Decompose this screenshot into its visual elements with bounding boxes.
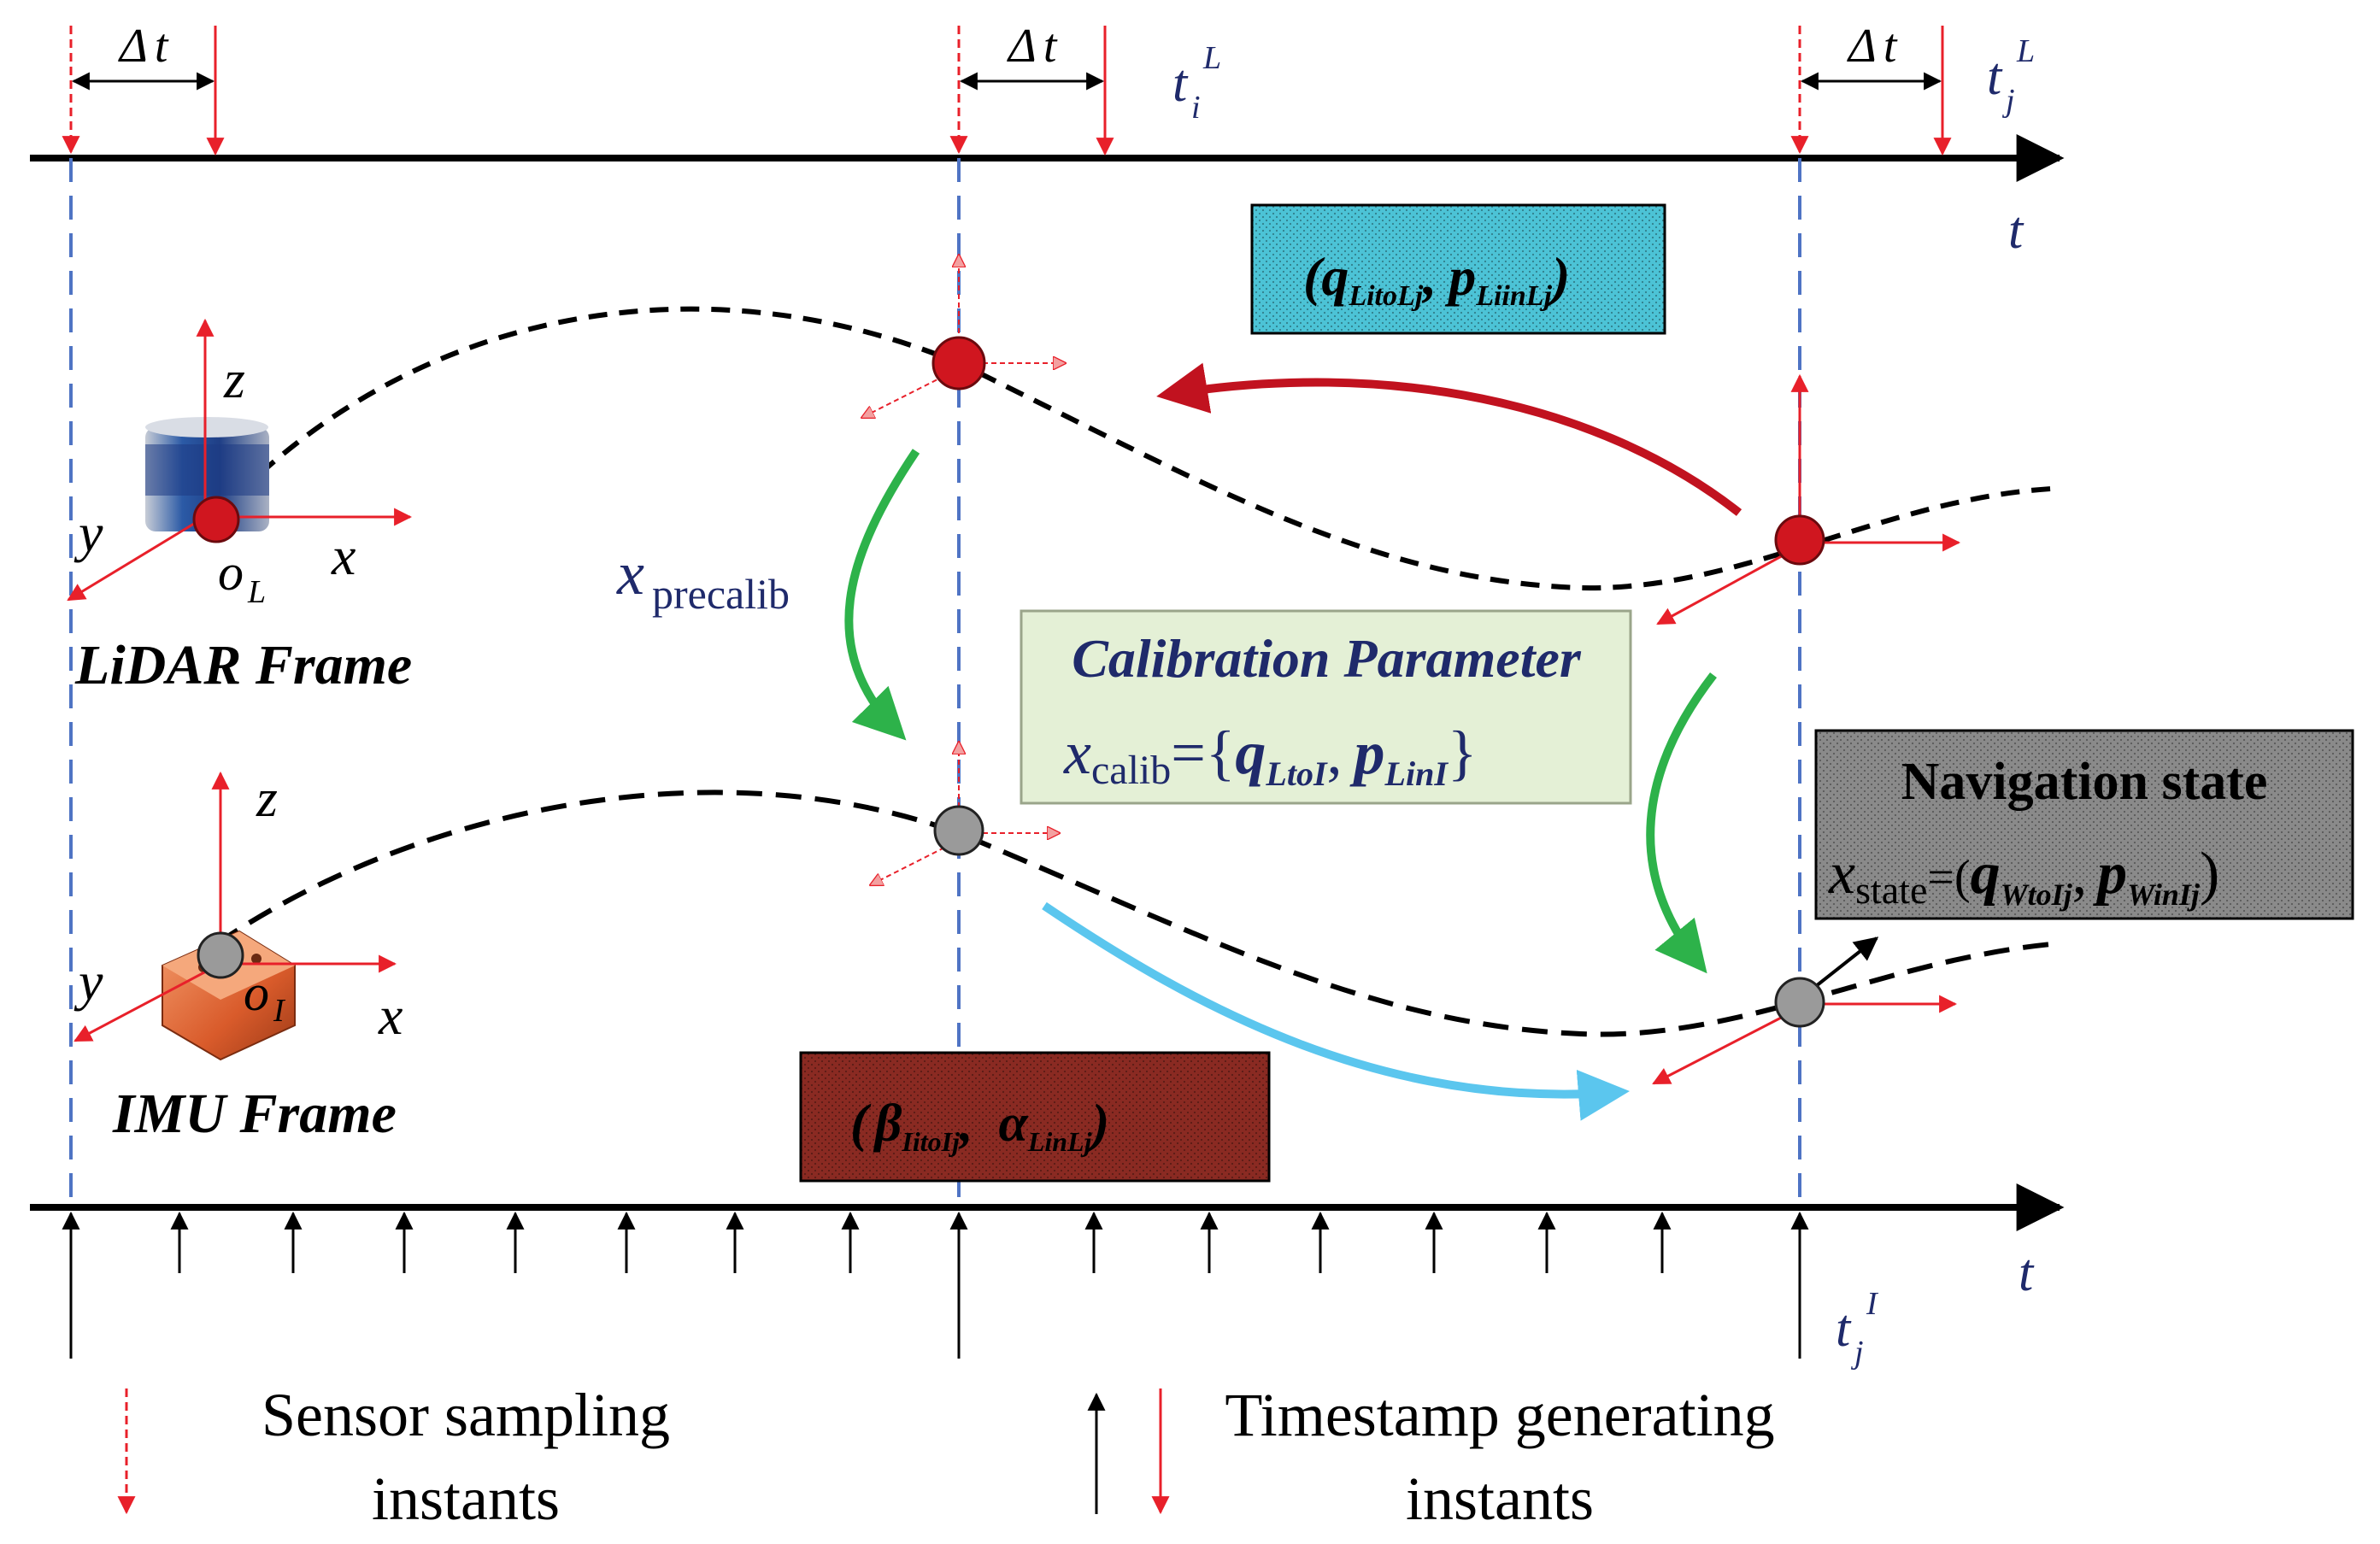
svg-text:(qLitoLj,pLiinLj): (qLitoLj,pLiinLj) bbox=[1303, 246, 1570, 312]
svg-text:o: o bbox=[244, 965, 269, 1021]
calibration-parameter-formula: xcalib={qLtoI,pLinI} bbox=[1063, 719, 1477, 793]
legend-timestamp-line1: Timestamp generating bbox=[1225, 1381, 1774, 1449]
imu-axis-t-label: t bbox=[2019, 1244, 2035, 1302]
imu-timestamp-markers bbox=[62, 1211, 1809, 1359]
lidar-frame-title: LiDAR Frame bbox=[74, 634, 412, 696]
svg-text:L: L bbox=[2016, 33, 2035, 69]
lidar-axis-x: x bbox=[331, 525, 356, 586]
svg-text:x: x bbox=[616, 539, 644, 608]
precalib-label: x precalib bbox=[616, 539, 790, 618]
svg-text:t: t bbox=[1987, 48, 2003, 106]
lidar-pose-ti bbox=[931, 336, 986, 390]
lidar-axis-y: y bbox=[73, 502, 103, 563]
imu-preintegration-box: (βIitoIj,αLinLj) bbox=[799, 1051, 1271, 1183]
navigation-state-formula: xstate=(qWtoIj,pWinIj) bbox=[1828, 841, 2219, 912]
calib-to-nav-arrow bbox=[1646, 672, 1717, 974]
ti-L-label: t i L bbox=[1172, 40, 1221, 126]
lidar-axis-z: z bbox=[223, 349, 245, 409]
svg-text:o: o bbox=[218, 544, 244, 601]
tj-I-label: t j I bbox=[1836, 1286, 1879, 1371]
calibration-parameter-box: Calibration Parameter xcalib={qLtoI,pLin… bbox=[1020, 609, 1632, 805]
imu-axis-x: x bbox=[378, 985, 403, 1046]
lidar-relative-pose-box: (qLitoLj,pLiinLj) bbox=[1250, 203, 1666, 335]
svg-text:(βIitoIj,αLinLj): (βIitoIj,αLinLj) bbox=[850, 1095, 1109, 1157]
legend-sensor-sampling-line2: instants bbox=[372, 1465, 560, 1533]
navigation-state-box: Navigation state xstate=(qWtoIj,pWinIj) bbox=[1814, 729, 2354, 920]
lidar-origin-label: o L bbox=[218, 544, 266, 610]
imu-preintegration-arrow bbox=[1042, 901, 1630, 1121]
imu-pose-ti bbox=[933, 805, 984, 856]
svg-text:t: t bbox=[1172, 55, 1189, 113]
imu-origin-point bbox=[197, 931, 244, 979]
lidar-timestamp-markers bbox=[206, 26, 1952, 156]
imu-pose-tj-axes bbox=[1652, 936, 1958, 1085]
lidar-axis-t-label: t bbox=[2008, 202, 2024, 260]
svg-text:precalib: precalib bbox=[652, 570, 790, 618]
svg-text:I: I bbox=[273, 993, 286, 1029]
imu-axis-z: z bbox=[256, 767, 278, 828]
imu-origin-label: o I bbox=[244, 965, 286, 1029]
lidar-pose-ti-axes bbox=[863, 256, 1064, 417]
svg-text:L: L bbox=[247, 574, 266, 610]
imu-axes bbox=[73, 771, 397, 1042]
svg-text:j: j bbox=[2001, 83, 2015, 119]
sensor-sampling-markers bbox=[62, 26, 1809, 155]
svg-text:t: t bbox=[1836, 1300, 1852, 1358]
calibration-parameter-title: Calibration Parameter bbox=[1072, 628, 1582, 689]
svg-text:i: i bbox=[1191, 90, 1201, 126]
lidar-relative-pose-arrow bbox=[1156, 362, 1742, 516]
lidar-origin-point bbox=[192, 496, 240, 543]
lidar-sensor-image bbox=[145, 417, 269, 531]
legend-timestamp-line2: instants bbox=[1406, 1465, 1594, 1533]
imu-axis-y: y bbox=[73, 951, 103, 1012]
imu-frame-title: IMU Frame bbox=[112, 1083, 397, 1145]
navigation-state-title: Navigation state bbox=[1901, 753, 2268, 811]
tj-L-label: t j L bbox=[1987, 33, 2035, 119]
legend: Sensor sampling instants Timestamp gener… bbox=[117, 1381, 1775, 1533]
imu-pose-tj bbox=[1774, 977, 1825, 1028]
legend-sensor-sampling-line1: Sensor sampling bbox=[262, 1381, 670, 1449]
precalib-arrow bbox=[844, 449, 920, 741]
lidar-pose-tj-axes bbox=[1656, 373, 1961, 625]
svg-text:I: I bbox=[1866, 1286, 1879, 1322]
svg-text:j: j bbox=[1850, 1335, 1864, 1371]
lidar-pose-tj bbox=[1774, 514, 1825, 566]
svg-text:L: L bbox=[1202, 40, 1221, 76]
imu-pose-ti-axes bbox=[872, 743, 1058, 884]
